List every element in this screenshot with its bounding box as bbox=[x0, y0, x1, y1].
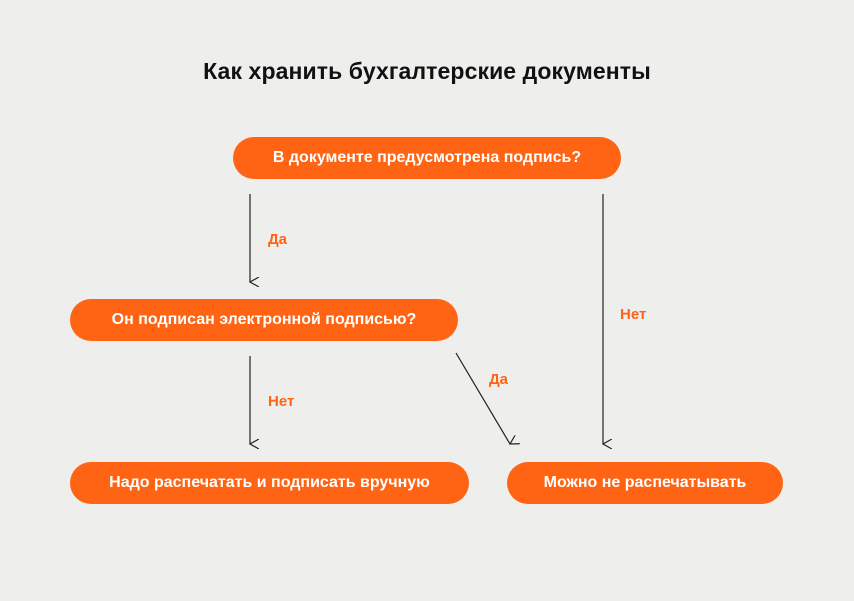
edge-label-yes-q1-q2: Да bbox=[268, 231, 288, 248]
node-signature-required: В документе предусмотрена подпись? bbox=[233, 137, 621, 179]
node-electronic-signature: Он подписан электронной подписью? bbox=[70, 299, 458, 341]
edge-label-no-q1-r2: Нет bbox=[620, 306, 647, 323]
arrow-q2-to-r2 bbox=[455, 352, 510, 444]
node-print-and-sign: Надо распечатать и подписать вручную bbox=[70, 462, 469, 504]
edge-label-no-q2-r1: Нет bbox=[268, 393, 295, 410]
node-no-print: Можно не распечатывать bbox=[507, 462, 783, 504]
edge-label-yes-q2-r2: Да bbox=[489, 371, 509, 388]
diagram-title: Как хранить бухгалтерские документы bbox=[203, 58, 651, 84]
